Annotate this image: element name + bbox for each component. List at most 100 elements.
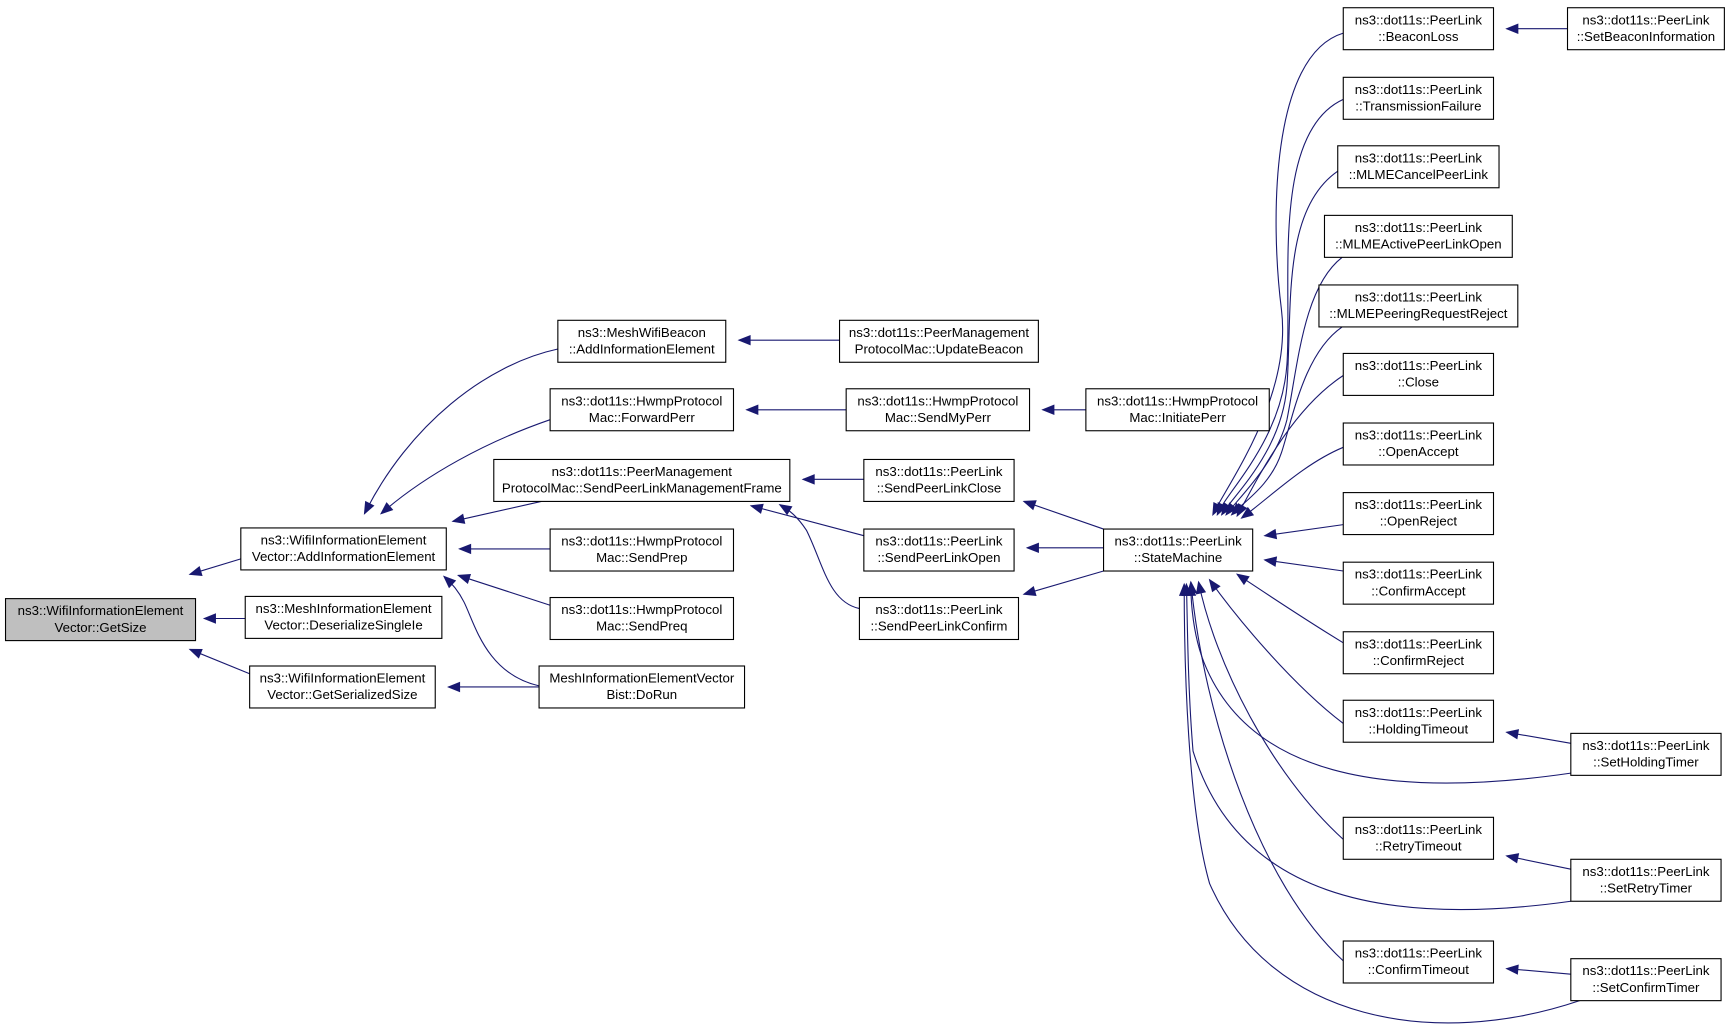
arrowhead xyxy=(801,474,815,485)
edge-line xyxy=(1212,32,1344,515)
node-label-line: Mac::ForwardPerr xyxy=(589,410,696,425)
node-label-line: ::MLMEPeeringRequestReject xyxy=(1329,306,1508,321)
node-box[interactable] xyxy=(244,595,443,639)
node-box[interactable] xyxy=(1570,732,1722,776)
edge-n33-n16 xyxy=(1178,582,1580,1024)
edge-n29-n16 xyxy=(1186,580,1344,962)
node-box[interactable] xyxy=(1570,958,1722,1002)
node-n22[interactable]: ns3::dot11s::PeerLink::Close xyxy=(1342,352,1495,396)
edge-line xyxy=(1185,584,1571,911)
node-n2[interactable]: ns3::MeshInformationElementVector::Deser… xyxy=(244,595,443,639)
node-box[interactable] xyxy=(1342,561,1495,605)
arrowhead xyxy=(778,503,793,516)
node-box[interactable] xyxy=(1342,699,1495,743)
node-label-line: ns3::dot11s::PeerLink xyxy=(1355,220,1483,235)
node-box[interactable] xyxy=(549,528,735,572)
node-n31[interactable]: ns3::dot11s::PeerLink::SetHoldingTimer xyxy=(1570,732,1722,776)
node-box[interactable] xyxy=(1566,7,1725,51)
node-n17[interactable]: ns3::dot11s::PeerLink::BeaconLoss xyxy=(1342,7,1495,51)
node-n24[interactable]: ns3::dot11s::PeerLink::OpenReject xyxy=(1342,492,1495,536)
node-n12[interactable]: ns3::dot11s::HwmpProtocolMac::InitiatePe… xyxy=(1085,388,1270,432)
edge-n14-n6 xyxy=(749,503,864,537)
node-box[interactable] xyxy=(863,458,1015,502)
node-box[interactable] xyxy=(1318,284,1519,328)
edge-line xyxy=(1264,559,1344,572)
node-n20[interactable]: ns3::dot11s::PeerLink::MLMEActivePeerLin… xyxy=(1323,214,1513,258)
node-n32[interactable]: ns3::dot11s::PeerLink::SetRetryTimer xyxy=(1570,858,1722,902)
node-label-line: ::SetBeaconInformation xyxy=(1577,29,1715,44)
node-box[interactable] xyxy=(249,665,436,709)
node-n6[interactable]: ns3::dot11s::PeerManagementProtocolMac::… xyxy=(493,458,791,502)
node-label-line: ::ConfirmTimeout xyxy=(1368,962,1469,977)
arrowhead xyxy=(1236,503,1248,518)
node-label-line: ProtocolMac::SendPeerLinkManagementFrame xyxy=(502,481,782,496)
node-n18[interactable]: ns3::dot11s::PeerLink::TransmissionFailu… xyxy=(1342,76,1495,120)
node-n26[interactable]: ns3::dot11s::PeerLink::ConfirmReject xyxy=(1342,631,1495,675)
focus-node-box[interactable] xyxy=(4,598,197,642)
node-box[interactable] xyxy=(1342,940,1495,984)
arrowhead xyxy=(188,565,203,576)
node-box[interactable] xyxy=(1342,422,1495,466)
node-n25[interactable]: ns3::dot11s::PeerLink::ConfirmAccept xyxy=(1342,561,1495,605)
edge-n31-n16 xyxy=(1185,582,1571,784)
node-box[interactable] xyxy=(838,319,1039,363)
node-n29[interactable]: ns3::dot11s::PeerLink::ConfirmTimeout xyxy=(1342,940,1495,984)
node-box[interactable] xyxy=(549,596,735,641)
node-n28[interactable]: ns3::dot11s::PeerLink::RetryTimeout xyxy=(1342,816,1495,860)
edge-n4-n1 xyxy=(363,348,558,515)
node-label-line: ns3::dot11s::PeerLink xyxy=(1355,636,1483,651)
node-n23[interactable]: ns3::dot11s::PeerLink::OpenAccept xyxy=(1342,422,1495,466)
node-box[interactable] xyxy=(1337,145,1500,189)
node-n0[interactable]: ns3::WifiInformationElementVector::GetSi… xyxy=(4,598,197,642)
node-box[interactable] xyxy=(1342,7,1495,51)
node-n10[interactable]: ns3::dot11s::PeerManagementProtocolMac::… xyxy=(838,319,1039,363)
edge-n25-n16 xyxy=(1263,556,1344,572)
node-n19[interactable]: ns3::dot11s::PeerLink::MLMECancelPeerLin… xyxy=(1337,145,1500,189)
node-n13[interactable]: ns3::dot11s::PeerLink::SendPeerLinkClose xyxy=(863,458,1015,502)
node-n33[interactable]: ns3::dot11s::PeerLink::SetConfirmTimer xyxy=(1570,958,1722,1002)
node-box[interactable] xyxy=(557,319,727,363)
node-box[interactable] xyxy=(845,388,1031,432)
node-box[interactable] xyxy=(1085,388,1270,432)
node-box[interactable] xyxy=(1342,352,1495,396)
node-box[interactable] xyxy=(1342,631,1495,675)
node-label-line: ::OpenAccept xyxy=(1378,444,1459,459)
node-box[interactable] xyxy=(240,527,447,571)
node-box[interactable] xyxy=(1342,492,1495,536)
node-label-line: ns3::dot11s::PeerLink xyxy=(1355,428,1483,443)
node-box[interactable] xyxy=(1570,858,1722,902)
node-n30[interactable]: ns3::dot11s::PeerLink::SetBeaconInformat… xyxy=(1566,7,1725,51)
edge-line xyxy=(1264,524,1344,537)
node-box[interactable] xyxy=(549,388,735,432)
node-n16[interactable]: ns3::dot11s::PeerLink::StateMachine xyxy=(1103,528,1254,572)
node-box[interactable] xyxy=(858,596,1020,641)
node-box[interactable] xyxy=(538,665,746,709)
node-box[interactable] xyxy=(1342,816,1495,860)
node-box[interactable] xyxy=(493,458,791,502)
node-n14[interactable]: ns3::dot11s::PeerLink::SendPeerLinkOpen xyxy=(863,528,1015,572)
edge-line xyxy=(452,500,542,522)
node-n27[interactable]: ns3::dot11s::PeerLink::HoldingTimeout xyxy=(1342,699,1495,743)
edge-line xyxy=(1236,573,1344,644)
node-n3[interactable]: ns3::WifiInformationElementVector::GetSe… xyxy=(249,665,436,709)
node-box[interactable] xyxy=(1342,76,1495,120)
node-label-line: ns3::MeshInformationElement xyxy=(256,601,432,616)
node-label-line: ::RetryTimeout xyxy=(1375,838,1462,853)
node-box[interactable] xyxy=(1103,528,1254,572)
edge-line xyxy=(1225,256,1343,516)
node-box[interactable] xyxy=(863,528,1015,572)
node-label-line: ns3::MeshWifiBeacon xyxy=(578,325,706,340)
node-n21[interactable]: ns3::dot11s::PeerLink::MLMEPeeringReques… xyxy=(1318,284,1519,328)
node-n4[interactable]: ns3::MeshWifiBeacon::AddInformationEleme… xyxy=(557,319,727,363)
arrowhead xyxy=(1022,585,1037,596)
node-box[interactable] xyxy=(1323,214,1513,258)
edge-line xyxy=(1023,570,1104,595)
node-n5[interactable]: ns3::dot11s::HwmpProtocolMac::ForwardPer… xyxy=(549,388,735,432)
arrowhead xyxy=(1225,502,1238,516)
node-n1[interactable]: ns3::WifiInformationElementVector::AddIn… xyxy=(240,527,447,571)
node-n15[interactable]: ns3::dot11s::PeerLink::SendPeerLinkConfi… xyxy=(858,596,1020,641)
